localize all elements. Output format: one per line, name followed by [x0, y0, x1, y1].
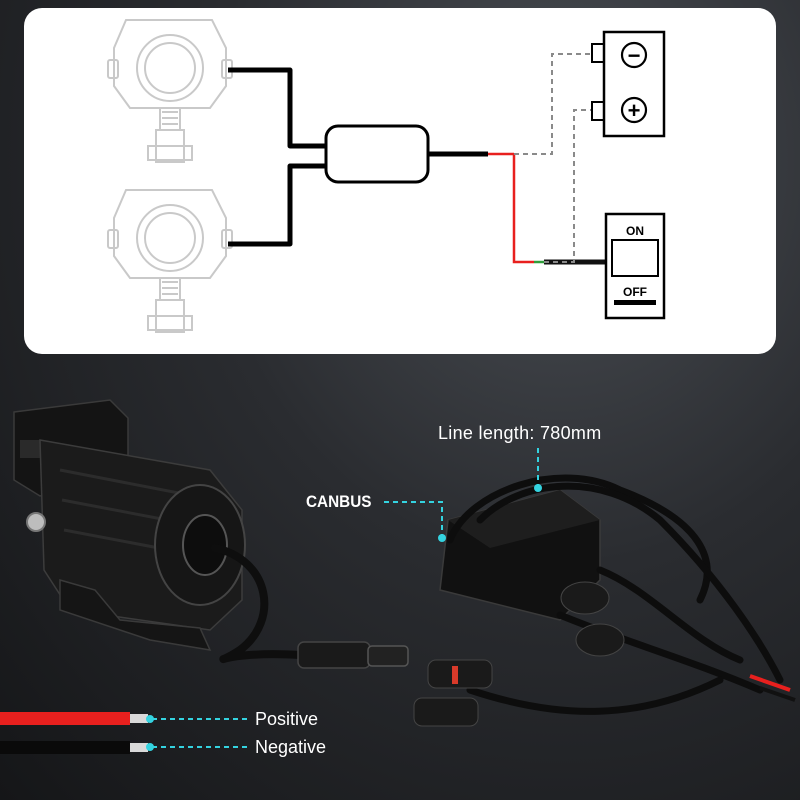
battery-icon: − +: [591, 30, 666, 138]
wiring-diagram-svg: − + ON OFF: [107, 19, 666, 333]
harness-connector-icon: [413, 581, 625, 727]
on-off-switch-icon: ON OFF: [604, 212, 666, 320]
battery-negative-icon: [620, 41, 648, 69]
callout-leaders: [152, 448, 539, 748]
switch-on-label: ON: [626, 224, 644, 238]
led-light-unit-icon: [13, 399, 246, 651]
battery-positive-symbol: +: [628, 98, 641, 123]
decoder-box-icon: [324, 124, 430, 184]
light-connector-icon: [297, 641, 409, 669]
battery-dashed-leads: [514, 53, 592, 263]
harness-cable-icon: [446, 474, 784, 715]
canbus-label: CANBUS: [306, 492, 372, 511]
positive-label: Positive: [255, 709, 319, 729]
battery-negative-symbol: −: [628, 43, 641, 68]
harness-black-wires: [228, 67, 488, 247]
negative-label: Negative: [255, 737, 327, 757]
lower-light-outline-icon: [107, 189, 233, 333]
line-length-label: Line length: 780mm: [438, 423, 602, 443]
battery-positive-icon: [620, 96, 648, 124]
harness-wire-tips: [749, 674, 796, 702]
callout-dots: [146, 484, 542, 751]
positive-wire-icon: [0, 712, 148, 725]
light-cable-icon: [211, 544, 304, 664]
switch-off-label: OFF: [623, 285, 647, 299]
upper-light-outline-icon: [107, 19, 233, 163]
negative-wire-icon: [0, 741, 148, 754]
wiring-diagram-panel: − + ON OFF: [24, 8, 776, 354]
